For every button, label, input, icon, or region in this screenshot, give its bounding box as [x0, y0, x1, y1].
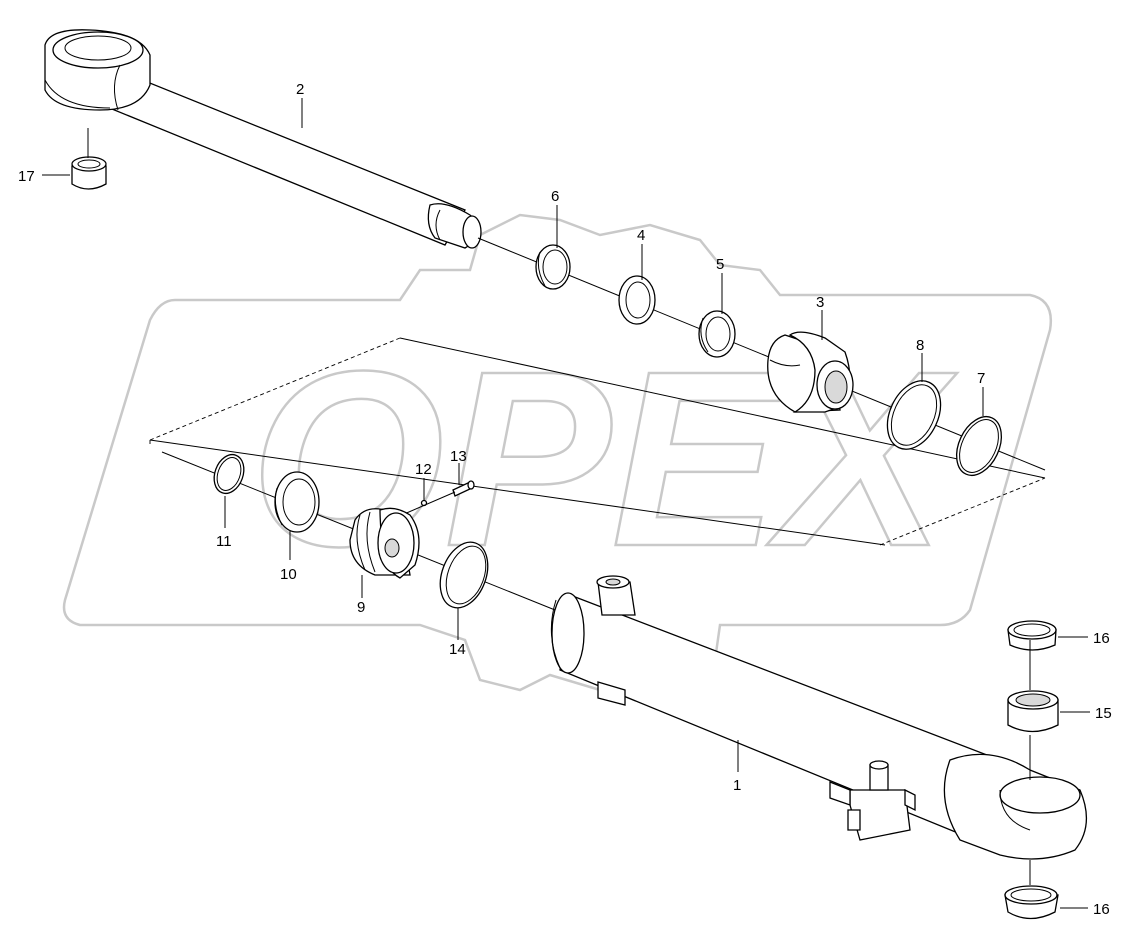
callout-1: 1 [733, 777, 741, 794]
seal-4 [618, 275, 656, 325]
callout-6: 6 [551, 188, 559, 205]
callout-11: 11 [216, 533, 232, 550]
callout-10: 10 [280, 566, 297, 583]
bushing-16-bottom [1004, 885, 1059, 920]
seal-6 [535, 244, 571, 290]
callout-5: 5 [716, 256, 724, 273]
screw-13 [452, 480, 475, 497]
axis-line-upper [477, 237, 1046, 471]
wear-ring-14 [439, 541, 489, 609]
callout-14: 14 [449, 641, 466, 658]
cylinder-barrel [550, 575, 1088, 860]
callout-16-top: 16 [1093, 630, 1110, 647]
seal-10 [274, 471, 320, 533]
seal-5 [698, 310, 736, 358]
piston-rod [44, 29, 482, 249]
o-ring-8 [886, 380, 942, 450]
callout-13: 13 [450, 448, 467, 465]
callout-8: 8 [916, 337, 924, 354]
assembly-box [149, 337, 1046, 546]
o-ring-11 [213, 453, 245, 495]
callout-4: 4 [637, 227, 645, 244]
callout-2: 2 [296, 81, 304, 98]
piston-9 [349, 507, 420, 579]
bushing-15 [1007, 690, 1059, 733]
callout-16-bottom: 16 [1093, 901, 1110, 918]
callout-3: 3 [816, 294, 824, 311]
leader-lines [42, 98, 1090, 909]
callout-17: 17 [18, 168, 35, 185]
o-ring-7 [955, 416, 1003, 476]
callout-labels: 1 2 3 4 5 6 7 8 9 10 11 12 13 14 15 16 1… [18, 81, 1112, 918]
callout-12: 12 [415, 461, 432, 478]
bushing-17 [71, 156, 107, 190]
gland-3 [767, 331, 854, 413]
callout-9: 9 [357, 599, 365, 616]
callout-7: 7 [977, 370, 985, 387]
callout-15: 15 [1095, 705, 1112, 722]
bushing-16-top [1007, 620, 1057, 651]
